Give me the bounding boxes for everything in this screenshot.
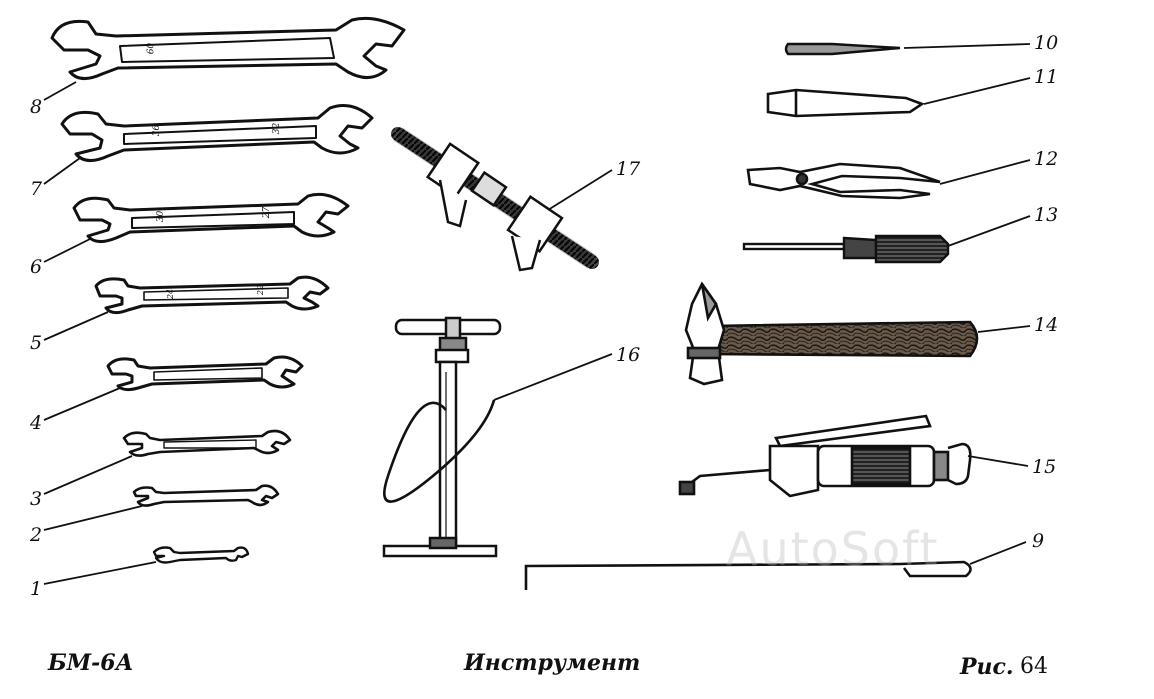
- figure-number: 64: [1020, 654, 1048, 679]
- leader-lines: [43, 43, 1031, 585]
- wrench-7-size-a: 36: [152, 124, 163, 137]
- callout-13: 13: [1034, 204, 1059, 226]
- wrench-8: [50, 16, 406, 80]
- callout-7: 7: [30, 178, 43, 200]
- callout-14: 14: [1034, 314, 1059, 336]
- screwdriver-13: [742, 234, 950, 264]
- figure-title: Инструмент: [464, 650, 641, 676]
- callout-11: 11: [1034, 66, 1059, 88]
- pliers-12: [746, 162, 941, 200]
- callout-16: 16: [616, 344, 641, 366]
- chisel-11: [766, 88, 925, 118]
- callout-12: 12: [1034, 148, 1059, 170]
- callout-2: 2: [30, 524, 43, 546]
- watermark: AutoSoft: [726, 522, 940, 576]
- wrench-5-size-a: 24: [166, 288, 176, 300]
- wrench-4: [106, 355, 304, 392]
- puller-17: [391, 127, 599, 272]
- model-label: БМ-6А: [48, 650, 134, 676]
- callout-4: 4: [30, 412, 43, 434]
- figure-prefix: Рис.: [960, 654, 1014, 680]
- grease-gun-15: [678, 414, 972, 498]
- wrench-6-size-a: 30: [156, 210, 167, 223]
- punch-10: [784, 42, 901, 56]
- callout-17: 17: [616, 158, 641, 180]
- callout-6: 6: [30, 256, 43, 278]
- callout-9: 9: [1032, 530, 1045, 552]
- wrench-3: [122, 429, 292, 457]
- wrench-7: [60, 104, 374, 162]
- wrench-6: [72, 192, 350, 243]
- callout-5: 5: [30, 332, 43, 354]
- tire-pump-16: [382, 316, 502, 558]
- wrench-5-size-b: 22: [256, 284, 266, 296]
- hammer-14: [684, 281, 979, 386]
- wrench-1: [152, 546, 250, 564]
- wrench-2: [132, 484, 280, 507]
- wrench-5: [94, 275, 330, 315]
- hook-9: [524, 560, 972, 590]
- wrench-6-size-b: 27: [262, 206, 273, 219]
- callout-15: 15: [1032, 456, 1057, 478]
- callout-1: 1: [30, 578, 43, 600]
- wrench-8-size: 60: [146, 42, 157, 55]
- wrench-7-size-b: 32: [272, 122, 283, 135]
- callout-3: 3: [30, 488, 43, 510]
- callout-8: 8: [30, 96, 43, 118]
- callout-10: 10: [1034, 32, 1059, 54]
